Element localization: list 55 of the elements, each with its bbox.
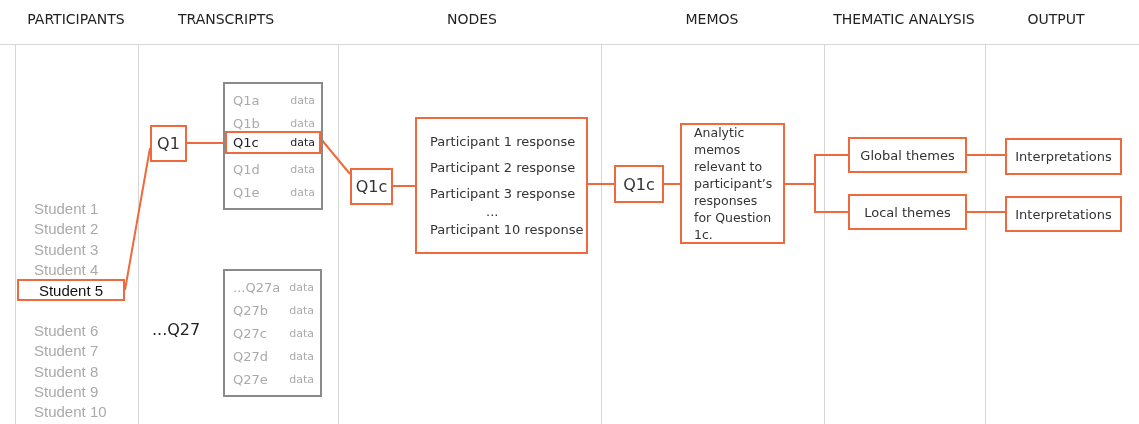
question-code: Q1e: [233, 184, 260, 200]
student-name: Student 3: [34, 240, 99, 260]
student-name: Student 9: [34, 382, 99, 402]
student-name: Student 6: [34, 321, 99, 341]
question-code: Q1d: [233, 161, 260, 177]
node-box: Global themes: [848, 137, 967, 173]
question-code: ...Q27a: [233, 279, 281, 295]
connector-line: [186, 142, 226, 144]
selected-student: Student 5: [17, 279, 125, 301]
student-name: Student 7: [34, 341, 99, 361]
column-header: MEMOS: [685, 11, 739, 27]
question-code: Q1b: [233, 115, 260, 131]
data-label: data: [290, 93, 315, 107]
memo-box: Analytic memos relevant to participant’s responses for Question 1c.: [680, 123, 785, 244]
question-code: Q27d: [233, 348, 269, 364]
node-box: Q1: [150, 125, 187, 162]
column-header: THEMATIC ANALYSIS: [833, 11, 975, 27]
column-header: TRANSCRIPTS: [177, 11, 275, 27]
data-label: data: [290, 162, 315, 176]
question-code: Q27c: [233, 325, 267, 341]
connector-line: [392, 185, 416, 187]
data-label: data: [289, 372, 314, 386]
student-name: Student 10: [34, 402, 107, 422]
response-list-box: Participant 1 response Participant 2 response Participant 3 response ... Participant 10 response: [415, 117, 588, 254]
data-label: data: [289, 303, 314, 317]
node-box: Q1c: [350, 168, 393, 205]
node-box: Local themes: [848, 194, 967, 230]
data-label: data: [289, 349, 314, 363]
connector-line: [587, 183, 615, 185]
question-code: Q27b: [233, 302, 269, 318]
selected-row: Q1c data: [225, 131, 321, 154]
transcript-box: [223, 82, 323, 210]
connector-line: [966, 154, 1006, 156]
connector-line: [966, 211, 1006, 213]
data-label: data: [289, 280, 314, 294]
student-name: Student 2: [34, 219, 99, 239]
data-label: data: [290, 116, 315, 130]
connector-line: [320, 138, 351, 175]
student-name: Student 1: [34, 199, 99, 219]
data-label: data: [289, 326, 314, 340]
connector-line: [663, 183, 681, 185]
column-header: PARTICIPANTS: [27, 11, 125, 27]
connector-line: [784, 183, 849, 213]
data-label: data: [290, 185, 315, 199]
column-header: NODES: [447, 11, 497, 27]
transcript-box: [223, 269, 322, 397]
question-code: Q27e: [233, 371, 268, 387]
question-code: Q1a: [233, 92, 260, 108]
question-label: ...Q27: [152, 320, 201, 339]
student-name: Student 4: [34, 260, 99, 280]
node-box: Interpretations: [1005, 138, 1122, 175]
column-header: OUTPUT: [1027, 11, 1085, 27]
node-box: Interpretations: [1005, 196, 1122, 232]
student-name: Student 8: [34, 362, 99, 382]
node-box: Q1c: [614, 165, 664, 203]
